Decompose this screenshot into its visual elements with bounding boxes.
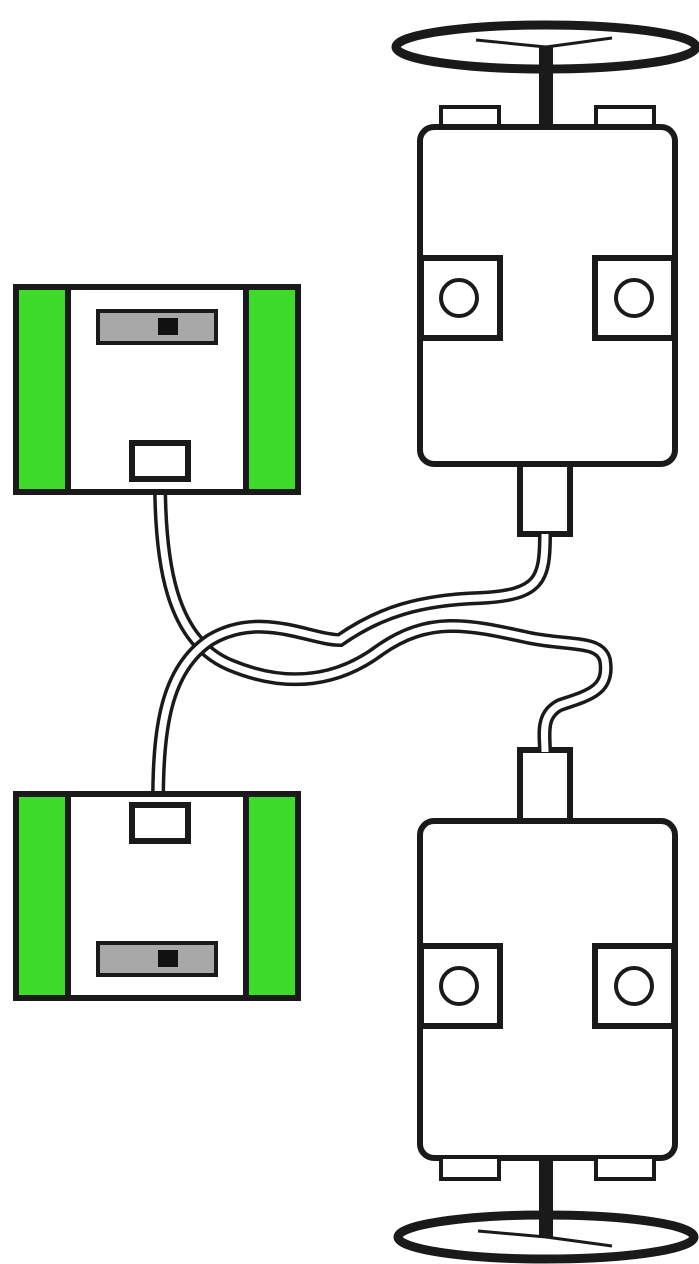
battery-box-top-connector bbox=[129, 440, 191, 482]
propeller-bottom-icon bbox=[393, 1157, 699, 1264]
motor-top-right-mount bbox=[592, 255, 677, 341]
battery-box-bottom bbox=[13, 791, 301, 1001]
motor-bottom bbox=[393, 747, 699, 1264]
battery-box-bottom-connector bbox=[129, 802, 191, 844]
battery-box-top-left-side bbox=[13, 284, 71, 495]
propeller-top-icon bbox=[391, 20, 699, 127]
battery-box-bottom-right-side bbox=[243, 791, 301, 1001]
on-off-switch-top[interactable] bbox=[96, 309, 218, 345]
battery-box-top-right-side bbox=[243, 284, 301, 495]
motor-top-connector bbox=[517, 461, 573, 537]
motor-top-left-mount bbox=[418, 255, 503, 341]
motor-top bbox=[391, 20, 699, 537]
on-off-switch-bottom[interactable] bbox=[96, 941, 218, 977]
cable-battery-bottom-to-motor-top bbox=[151, 533, 552, 806]
battery-box-bottom-left-side bbox=[13, 791, 71, 1001]
battery-box-top bbox=[13, 284, 301, 495]
motor-bottom-right-mount bbox=[592, 943, 677, 1029]
motor-bottom-connector bbox=[517, 747, 573, 825]
motor-bottom-left-mount bbox=[418, 943, 503, 1029]
